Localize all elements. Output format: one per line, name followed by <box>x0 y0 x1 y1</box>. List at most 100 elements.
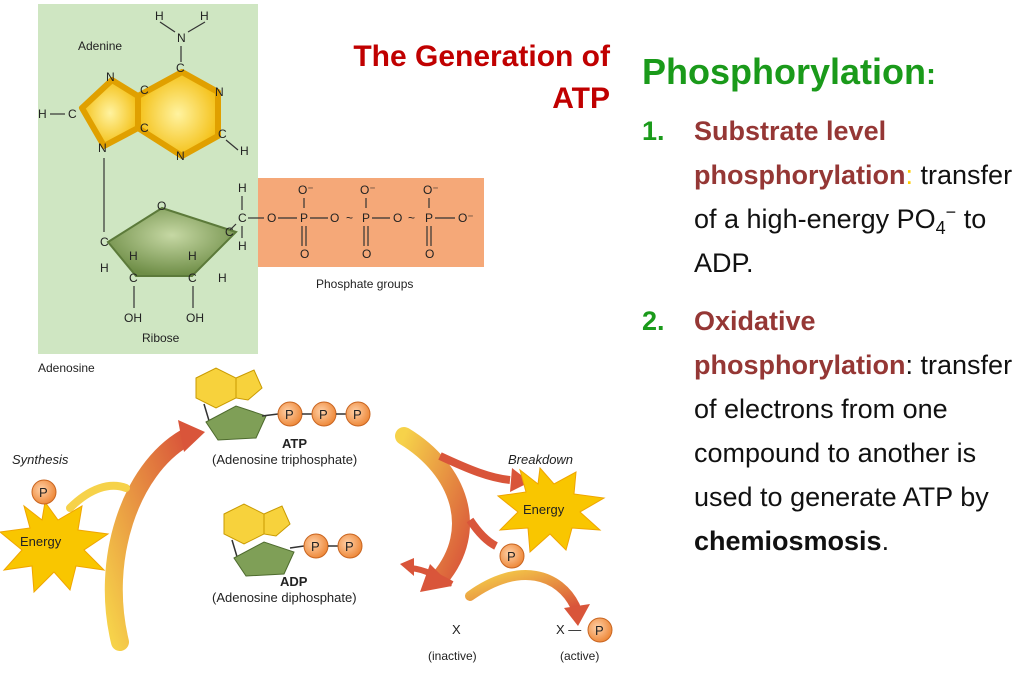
synthesis-branch-arrow <box>66 481 130 512</box>
atom-n9: N <box>98 141 107 155</box>
adp-ribose-icon <box>233 541 295 577</box>
adp-bond <box>289 545 305 549</box>
ribose-label: Ribose <box>142 331 180 345</box>
phosphate-beta: P <box>362 211 370 225</box>
atom-o-minus-1: O⁻ <box>298 183 314 197</box>
atom-oh-3p: OH <box>186 311 204 325</box>
phosphate-synthesis-label: P <box>39 485 48 500</box>
list-item-oxidative: 2. Oxidative phosphorylation: transfer o… <box>642 299 1017 563</box>
adenosine-label: Adenosine <box>38 361 95 375</box>
phosphate-active <box>587 617 613 643</box>
active-label: (active) <box>560 649 599 663</box>
atom-o-bridge2: O <box>393 211 402 225</box>
atp-phosphate-3-label: P <box>353 407 362 422</box>
phosphate-breakdown-label: P <box>507 549 516 564</box>
atom-c6: C <box>176 61 185 75</box>
atom-o-bridge1: O <box>330 211 339 225</box>
item-text-a: transfer of electrons from one compound … <box>694 350 1013 512</box>
heading-colon: : <box>926 58 937 91</box>
atp-adp-cycle-diagram: Energy Energy P P P P P ATP (Adenosine t… <box>0 367 613 663</box>
phosphate-synthesis <box>31 479 57 505</box>
energy-burst-left <box>0 500 110 594</box>
breakdown-label: Breakdown <box>508 452 573 467</box>
x-inactive-symbol: X <box>452 622 461 637</box>
atp-adenine-icon-2 <box>235 369 263 401</box>
atom-h5p-bottom: H <box>238 239 247 253</box>
item-number: 1. <box>642 116 665 146</box>
atom-h4p: H <box>218 271 227 285</box>
slide-title-line1: The Generation of <box>353 40 610 73</box>
heading-text: Phosphorylation <box>642 51 927 92</box>
bond-approx-1: ~ <box>346 211 353 225</box>
atom-c5p: C <box>238 211 247 225</box>
adenine-label: Adenine <box>78 39 122 53</box>
phosphorylation-arrowhead <box>564 604 590 626</box>
atp-bond <box>261 413 279 417</box>
breakdown-p-arrow <box>466 517 498 550</box>
atom-c5: C <box>140 83 149 97</box>
breakdown-energy-arrow <box>438 452 511 484</box>
atom-h-top2: H <box>200 9 209 23</box>
adp-molecule: P P <box>223 503 363 577</box>
atom-o-double-1: O <box>300 247 309 261</box>
phosphate-gamma: P <box>425 211 433 225</box>
energy-burst-right <box>496 466 606 554</box>
adp-adenine-icon <box>223 503 265 545</box>
item-number: 2. <box>642 306 665 336</box>
atom-c4p: C <box>225 225 234 239</box>
atp-label: ATP <box>282 436 307 451</box>
atom-o-double-3: O <box>425 247 434 261</box>
atom-oh-2p: OH <box>124 311 142 325</box>
atp-adenine-icon <box>195 367 237 409</box>
synthesis-arrowhead <box>178 420 205 452</box>
bond-approx-2: ~ <box>408 211 415 225</box>
item-colon: : <box>905 160 914 190</box>
adp-phosphate-2 <box>337 533 363 559</box>
atp-full-name: (Adenosine triphosphate) <box>212 452 357 467</box>
atom-n1: N <box>215 85 224 99</box>
return-arrowhead <box>400 558 414 576</box>
atp-phosphate-3 <box>345 401 371 427</box>
item-colon: : <box>905 350 914 380</box>
item-superscript: − <box>945 202 957 222</box>
inactive-label: (inactive) <box>428 649 477 663</box>
energy-label-right: Energy <box>523 502 565 517</box>
adp-full-name: (Adenosine diphosphate) <box>212 590 357 605</box>
atom-h1p: H <box>100 261 109 275</box>
adp-phosphate-2-label: P <box>345 539 354 554</box>
atp-molecule: P P P <box>195 367 371 441</box>
adp-adenine-icon-2 <box>263 505 291 537</box>
item-subscript: 4 <box>935 218 946 238</box>
energy-label-left: Energy <box>20 534 62 549</box>
phosphorylation-heading: Phosphorylation: <box>642 48 1017 99</box>
atom-h5p-top: H <box>238 181 247 195</box>
x-active-symbol: X — <box>556 622 581 637</box>
atp-ribose-icon <box>205 405 267 441</box>
breakdown-arrow <box>395 427 470 587</box>
phosphorylation-arrow <box>465 570 580 611</box>
item-body: Oxidative phosphorylation: transfer of e… <box>694 299 1017 563</box>
atom-o-minus-3: O⁻ <box>423 183 439 197</box>
atom-c1p: C <box>100 235 109 249</box>
atom-o-ribose: O <box>157 199 166 213</box>
atp-structure-diagram: Adenine H H N C N C N H C C C N H N Ribo… <box>38 4 484 375</box>
phosphate-breakdown <box>499 543 525 569</box>
synthesis-arrow <box>104 429 194 651</box>
atom-h8: H <box>38 107 47 121</box>
atp-phosphate-2-label: P <box>319 407 328 422</box>
item-bold-term: chemiosmosis <box>694 526 882 556</box>
item-text-b: to ADP. <box>694 204 987 278</box>
phosphate-groups-label: Phosphate groups <box>316 277 413 291</box>
breakdown-energy-arrowhead <box>510 468 530 492</box>
item-term: Substrate level phosphorylation <box>694 116 906 190</box>
atom-c2p: C <box>129 271 138 285</box>
phosphate-groups-region <box>258 178 484 267</box>
phosphate-alpha: P <box>300 211 308 225</box>
atom-h-top1: H <box>155 9 164 23</box>
atom-h2p: H <box>129 249 138 263</box>
atp-phosphate-1-label: P <box>285 407 294 422</box>
atom-n3: N <box>176 149 185 163</box>
atom-o-minus-2: O⁻ <box>360 183 376 197</box>
atom-c3p: C <box>188 271 197 285</box>
atom-o-minus-end: O⁻ <box>458 211 474 225</box>
